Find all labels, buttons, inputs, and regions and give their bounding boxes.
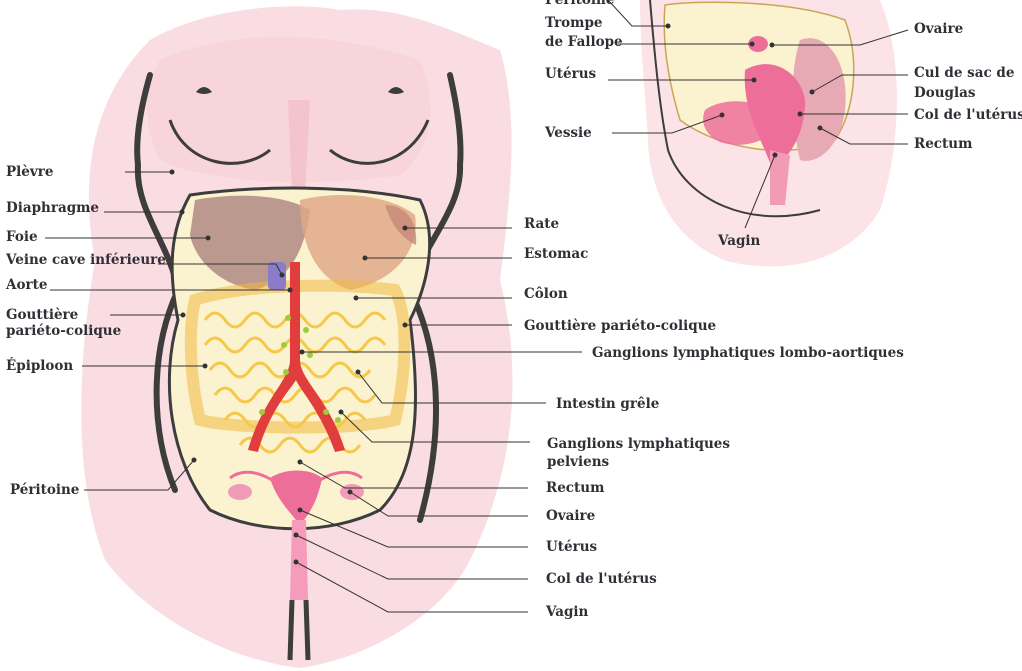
label-vagin: Vagin — [546, 603, 588, 621]
label-col: Col de l'utérus — [546, 570, 657, 588]
label-ganglions-lombo: Ganglions lymphatiques lombo-aortiques — [592, 344, 904, 362]
inset-label-cul-de-sac: Cul de sac de Douglas — [914, 63, 1014, 103]
label-diaphragme: Diaphragme — [6, 199, 99, 217]
cervix-vagina — [290, 520, 308, 600]
inset-label-cul-de-sac-line1: Cul de sac de — [914, 63, 1014, 83]
inset-label-cul-de-sac-line2: Douglas — [914, 83, 1014, 103]
label-intestin: Intestin grêle — [556, 395, 659, 413]
inset-label-uterus: Utérus — [545, 65, 596, 83]
inset-label-vessie: Vessie — [545, 124, 592, 142]
inset-label-col: Col de l'utérus — [914, 106, 1022, 124]
label-peritoine: Péritoine — [10, 481, 79, 499]
left-leg-line — [290, 600, 292, 660]
label-ganglions-pelviens: Ganglions lymphatiques pelviens — [547, 434, 730, 472]
inset-label-vagin: Vagin — [718, 232, 760, 250]
inset-pelvis — [640, 0, 897, 266]
label-ovaire: Ovaire — [546, 507, 595, 525]
label-colon: Côlon — [524, 285, 568, 303]
label-ganglions-pelviens-line1: Ganglions lymphatiques — [547, 434, 730, 454]
label-rate: Rate — [524, 215, 559, 233]
inset-label-trompe-line1: Trompe — [545, 13, 623, 33]
left-ovary — [228, 484, 252, 500]
inset-label-ovaire: Ovaire — [914, 20, 963, 38]
inset-label-rectum: Rectum — [914, 135, 972, 153]
label-gouttiere-right: Gouttière pariéto-colique — [524, 317, 716, 335]
inset-label-trompe-line2: de Fallope — [545, 32, 623, 52]
label-gouttiere-left-line2: pariéto-colique — [6, 321, 121, 341]
label-epiploon: Épiploon — [6, 357, 73, 375]
label-estomac: Estomac — [524, 245, 588, 263]
label-rectum: Rectum — [546, 479, 604, 497]
label-veine-cave: Veine cave inférieure — [6, 251, 166, 269]
label-uterus: Utérus — [546, 538, 597, 556]
label-gouttiere-left: Gouttière pariéto-colique — [6, 305, 121, 341]
inset-label-trompe: Trompe de Fallope — [545, 13, 623, 52]
inset-label-peritoine: Péritoine — [545, 0, 614, 9]
label-plevre: Plèvre — [6, 163, 53, 181]
label-foie: Foie — [6, 228, 38, 246]
label-aorte: Aorte — [6, 276, 47, 294]
label-ganglions-pelviens-line2: pelviens — [547, 452, 730, 472]
right-leg-line — [306, 600, 308, 660]
